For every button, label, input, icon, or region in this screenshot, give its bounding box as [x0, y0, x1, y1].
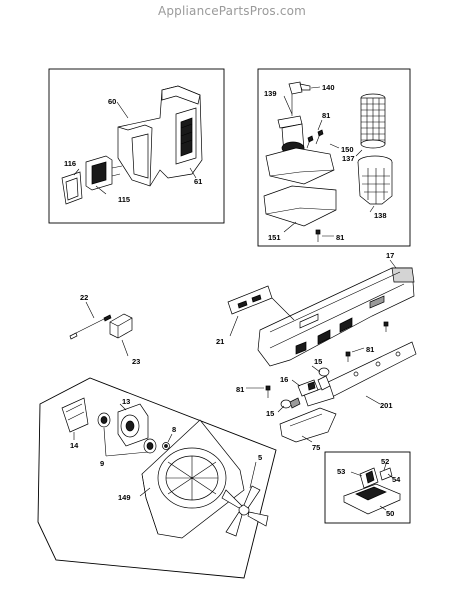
- part-50-light-housing: [343, 483, 401, 515]
- part-53-54-socket: [359, 467, 393, 489]
- label-151: 151: [268, 233, 281, 242]
- part-23-cover: [109, 313, 133, 339]
- label-15-top: 15: [314, 357, 322, 366]
- label-60: 60: [108, 97, 116, 106]
- part-8-nut: [162, 442, 170, 450]
- label-52: 52: [381, 457, 389, 466]
- label-61: 61: [194, 177, 202, 186]
- label-140: 140: [322, 83, 335, 92]
- label-75: 75: [312, 443, 320, 452]
- part-9-mounts: [97, 412, 157, 454]
- callout-box-top-right: [257, 68, 411, 247]
- part-138-filter-bowl: [357, 155, 393, 205]
- label-14: 14: [70, 441, 79, 450]
- label-53: 53: [337, 467, 345, 476]
- label-23: 23: [132, 357, 140, 366]
- label-9: 9: [100, 459, 104, 468]
- part-22-sensor-wire: [69, 314, 112, 340]
- watermark: AppliancePartsPros.com: [157, 4, 307, 18]
- label-5: 5: [258, 453, 262, 462]
- label-116: 116: [64, 159, 76, 168]
- label-81-left: 81: [236, 385, 244, 394]
- part-81-screws-mid: [265, 321, 389, 398]
- label-13: 13: [122, 397, 130, 406]
- part-137-filter-cartridge: [360, 93, 386, 149]
- label-16: 16: [280, 375, 288, 384]
- label-15-bottom: 15: [266, 409, 274, 418]
- label-150: 150: [341, 145, 354, 154]
- part-81-screws-top: [306, 129, 324, 242]
- part-75-tray: [279, 407, 337, 443]
- label-139: 139: [264, 89, 277, 98]
- label-17: 17: [386, 251, 394, 260]
- label-22: 22: [80, 293, 88, 302]
- part-149-fan-shroud: [141, 419, 245, 539]
- part-61-grille: [175, 107, 197, 165]
- label-21: 21: [216, 337, 224, 346]
- callout-box-top-left: [48, 68, 225, 224]
- part-14-bracket: [61, 397, 89, 433]
- label-8: 8: [172, 425, 176, 434]
- part-15-fittings: [280, 367, 330, 409]
- label-81-bottom: 81: [336, 233, 344, 242]
- part-116-bracket: [61, 171, 83, 205]
- part-17-housing: [257, 267, 415, 367]
- label-81-mid: 81: [366, 345, 374, 354]
- callout-box-bottom-right: [324, 451, 411, 524]
- label-137: 137: [342, 154, 355, 163]
- label-81-top: 81: [322, 111, 330, 120]
- part-140-fitting: [288, 81, 311, 95]
- callout-box-fan: [37, 377, 277, 579]
- label-149: 149: [118, 493, 131, 502]
- part-115-switch: [85, 155, 123, 191]
- part-5-fan-blade: [221, 485, 269, 537]
- part-139-filter-head: [277, 94, 305, 155]
- label-115: 115: [118, 195, 130, 204]
- label-201: 201: [380, 401, 393, 410]
- label-138: 138: [374, 211, 387, 220]
- part-151-cover: [263, 185, 337, 227]
- part-16-valve: [297, 375, 331, 397]
- label-50: 50: [386, 509, 394, 518]
- part-150-cover: [265, 147, 335, 185]
- part-13-motor: [117, 403, 149, 447]
- part-21-switch-board: [227, 285, 295, 321]
- label-54: 54: [392, 475, 401, 484]
